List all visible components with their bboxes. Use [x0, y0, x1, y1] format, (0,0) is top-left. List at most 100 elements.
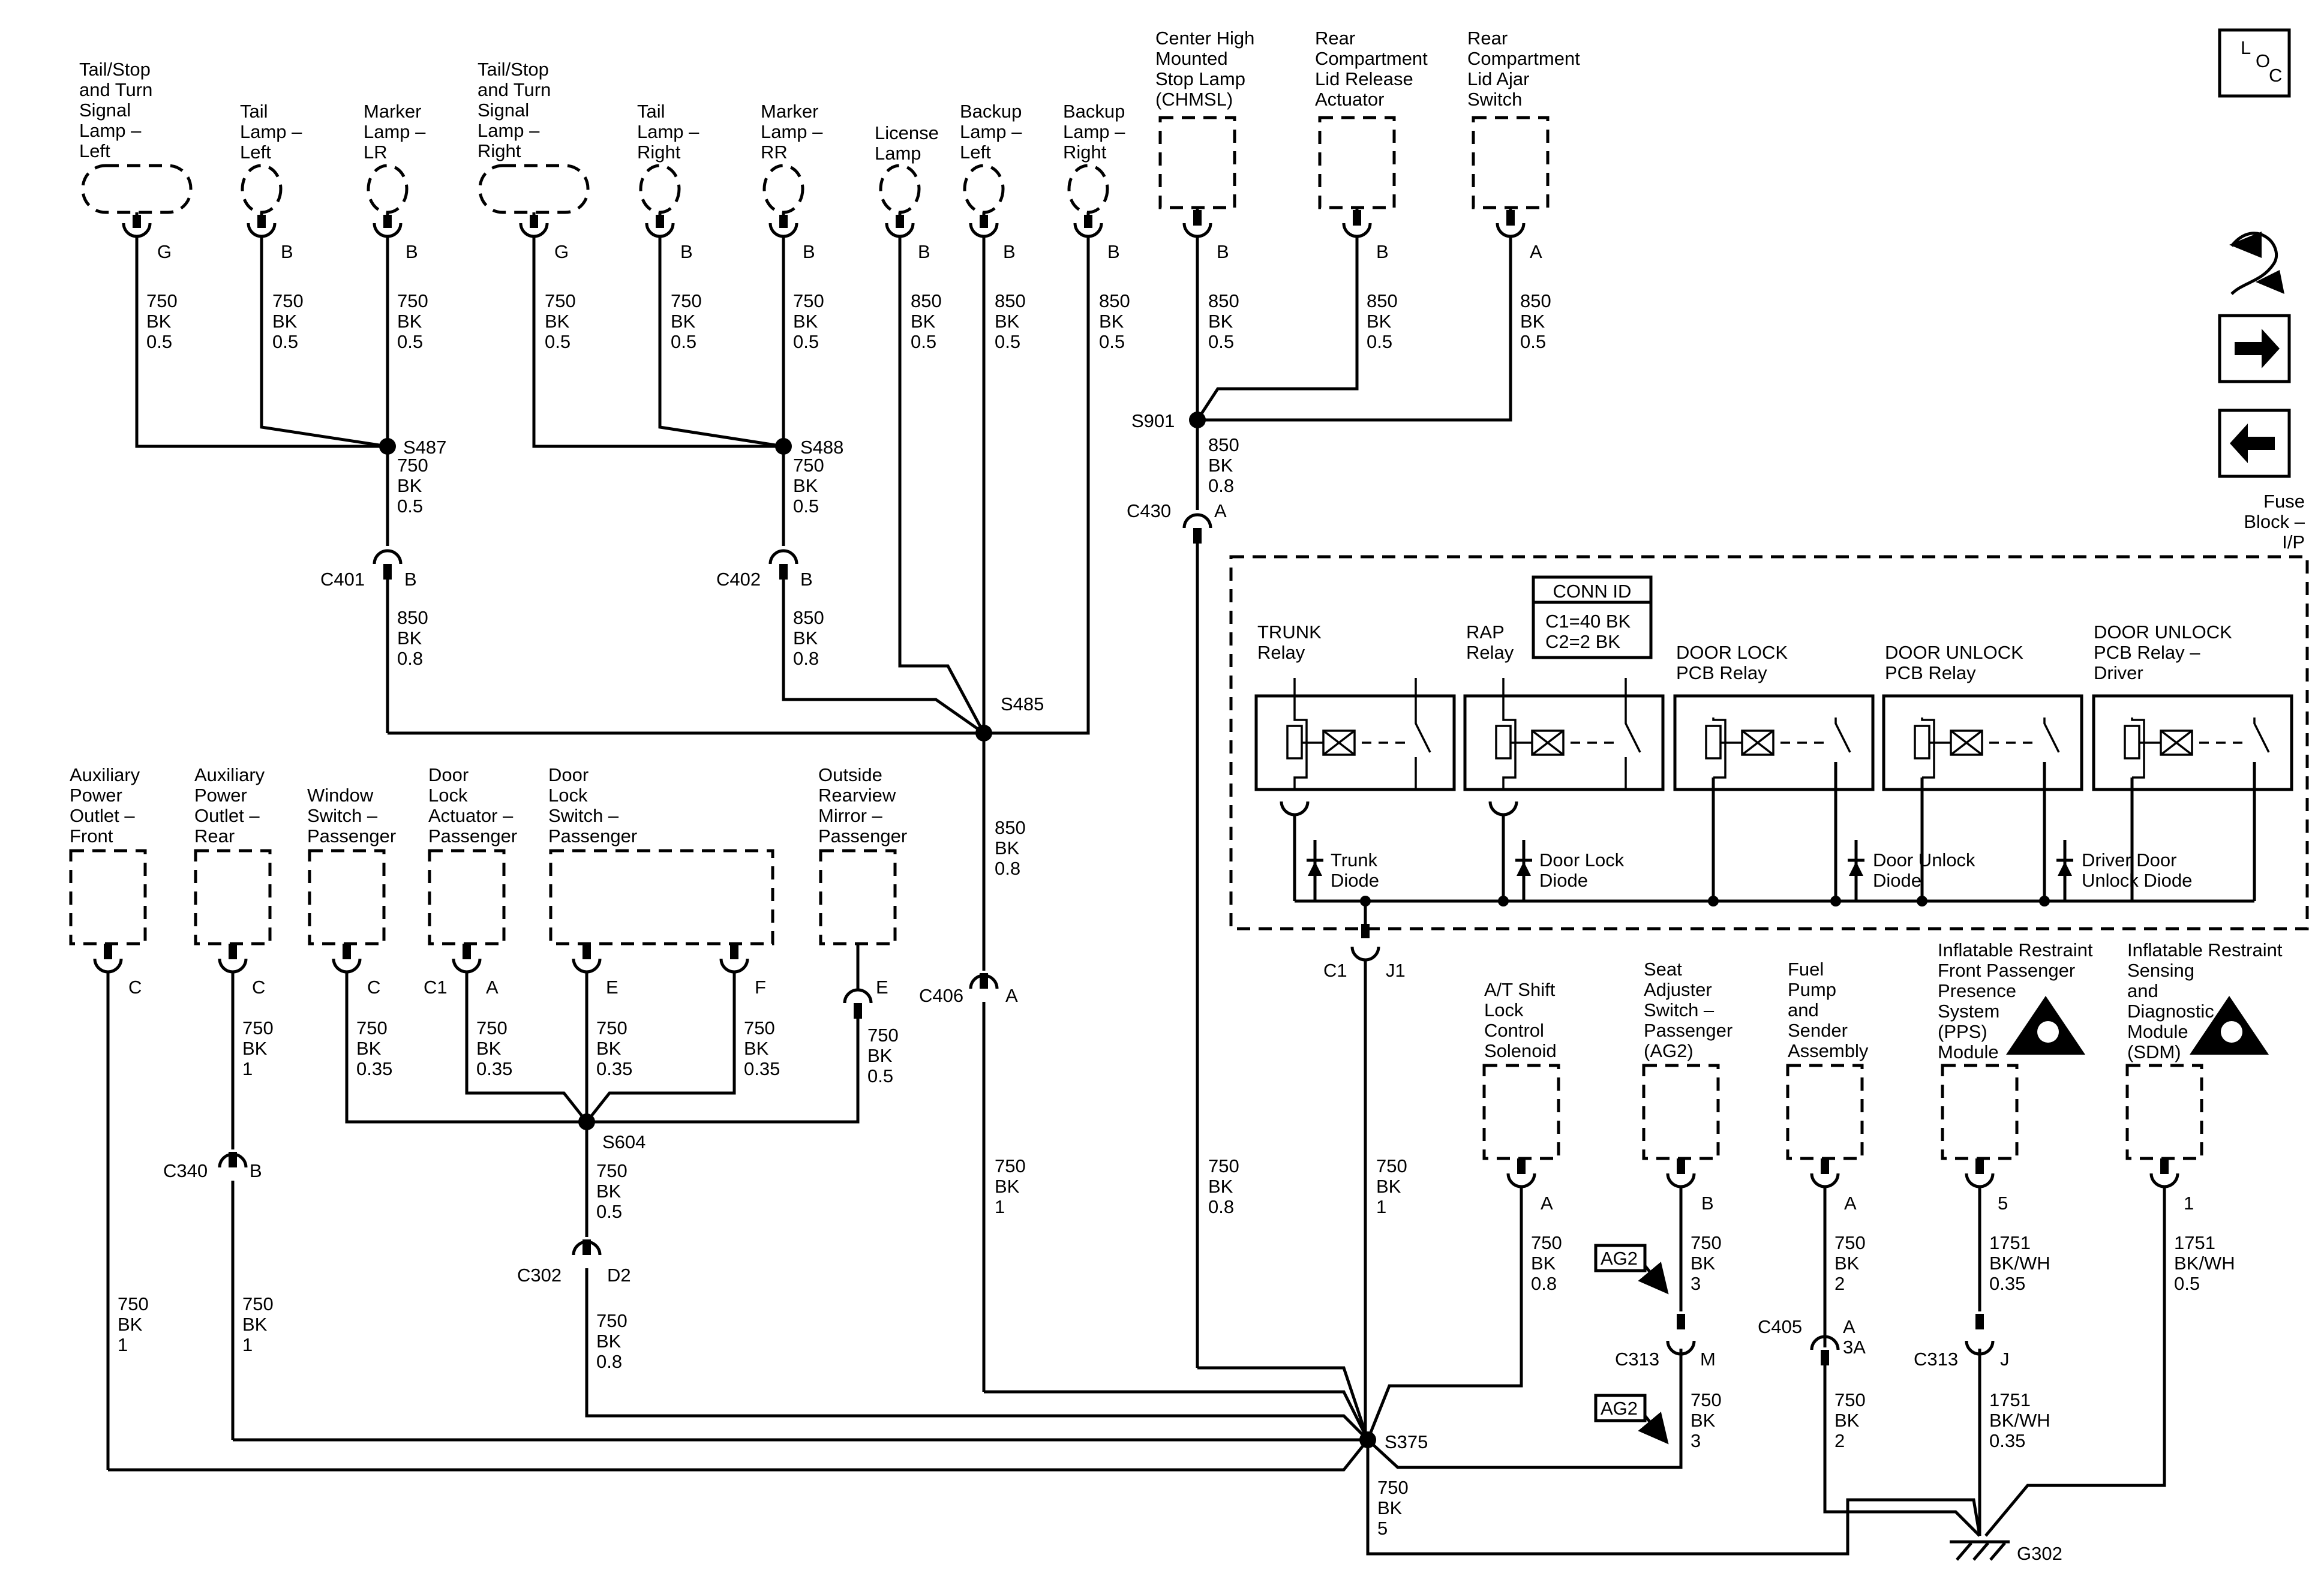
pin-label-c15: C [367, 977, 380, 998]
pin-label-c7: B [918, 241, 930, 262]
pin-label-c8: B [1003, 241, 1016, 262]
sdm-box [2125, 1064, 2203, 1160]
splice-label-s485: S485 [1001, 694, 1044, 715]
wrench-icon [2229, 232, 2284, 294]
door-lock-actuator-box [428, 849, 506, 945]
connector-pin-c313a: M [1700, 1349, 1716, 1370]
tail-lamp-left-box [241, 164, 283, 214]
connector-c302 [572, 1239, 602, 1256]
marker-lamp-rr-box [762, 164, 804, 214]
lid-release-actuator-box [1318, 116, 1396, 209]
pin-label-c4: G [554, 241, 569, 262]
backup-lamp-right-box [1067, 164, 1109, 214]
backup-lamp-left-box [963, 164, 1005, 214]
connector-c406 [969, 973, 999, 989]
pin-label-c17: E [606, 977, 618, 998]
diodes [1307, 840, 2073, 901]
pin-label-c22: 5 [1998, 1193, 2008, 1214]
connector-fuse-c1: C1 [1323, 960, 1347, 981]
pin-label-c1: G [157, 241, 172, 262]
connector-c401 [373, 549, 403, 580]
connector-c313a [1666, 1314, 1696, 1356]
fuse-block [1229, 555, 2309, 930]
fuel-pump-box [1786, 1064, 1864, 1160]
connector-pin-c401: B [404, 569, 417, 590]
tail-stop-lamp-right-box [478, 164, 590, 214]
pin-label-c2: B [281, 241, 293, 262]
pin-label-c17-f: F [755, 977, 766, 998]
terminals [93, 208, 2179, 1188]
conn-id-title: CONN ID [1553, 581, 1632, 602]
connector-name-c405: C405 [1758, 1316, 1802, 1337]
connector-name-c340: C340 [163, 1160, 208, 1181]
pin-label-c12: A [1530, 241, 1542, 262]
pin-label-c21: A [1844, 1193, 1857, 1214]
splice-label-s604: S604 [602, 1131, 645, 1152]
component-boxes [69, 116, 2203, 1160]
next-page-icon[interactable] [2218, 314, 2291, 383]
connector-pin-c430: A [1214, 500, 1227, 521]
connector-c430 [1182, 513, 1212, 544]
option-tag-2: AG2 [1601, 1398, 1638, 1419]
connector-pin-c402: B [800, 569, 813, 590]
splice-label-s488: S488 [800, 437, 843, 458]
connector-name-c401: C401 [320, 569, 365, 590]
outside-mirror-box [819, 849, 897, 945]
connector-pin-c340: B [250, 1160, 262, 1181]
splice-label-s375: S375 [1385, 1431, 1428, 1452]
pin-label-c20: B [1701, 1193, 1714, 1214]
connector-c402 [768, 549, 798, 580]
connector-c313b [1965, 1314, 1995, 1356]
loc-icon [2218, 28, 2291, 98]
option-tags [1594, 1244, 1669, 1445]
connector-pin-c302: D2 [607, 1265, 631, 1286]
pin-label-c18: E [876, 977, 888, 998]
connector-name-c402: C402 [716, 569, 761, 590]
svg-text:C: C [2269, 65, 2282, 86]
prev-page-icon[interactable] [2218, 409, 2291, 478]
svg-text:L: L [2241, 37, 2251, 58]
aux-outlet-front-box [69, 849, 147, 945]
option-tag-1: AG2 [1601, 1248, 1638, 1269]
at-shift-lock-box [1482, 1064, 1560, 1160]
chmsl-box [1158, 116, 1236, 209]
